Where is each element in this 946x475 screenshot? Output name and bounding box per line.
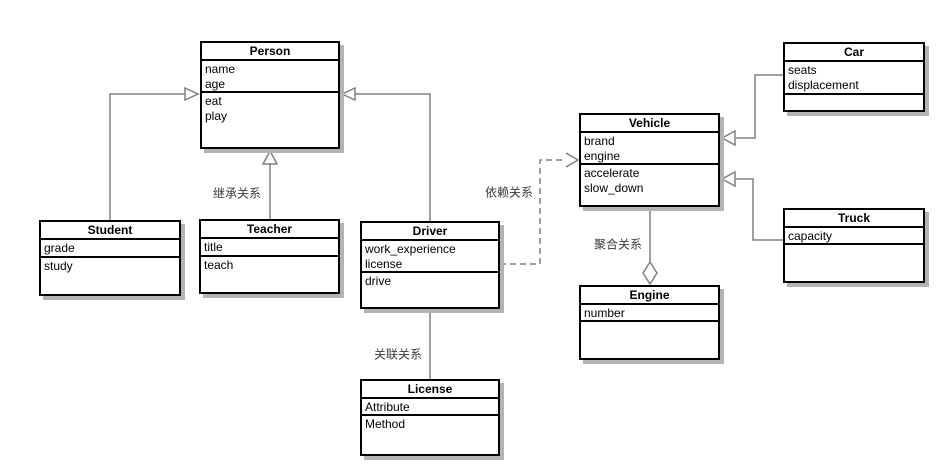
attribute: age: [205, 77, 226, 91]
attribute: title: [204, 240, 223, 254]
attribute: engine: [584, 149, 621, 163]
edge-driver-person-inheritance: [340, 86, 431, 221]
attribute: capacity: [788, 229, 833, 243]
class-vehicle: Vehicle brand engine accelerate slow_dow…: [579, 113, 720, 207]
edge-label-dependency: 依赖关系: [483, 183, 535, 201]
edge-teacher-person-inheritance: [261, 149, 279, 219]
class-engine-methods: [581, 320, 718, 358]
method: study: [44, 259, 73, 273]
class-student-title: Student: [87, 223, 133, 237]
class-license: License Attribute Method: [360, 379, 500, 456]
class-driver: Driver work_experience license drive: [360, 221, 500, 309]
attribute: license: [365, 257, 403, 271]
class-driver-title: Driver: [412, 224, 448, 238]
method: accelerate: [584, 166, 640, 180]
attribute: grade: [44, 241, 75, 255]
edge-student-person-inheritance: [109, 86, 200, 220]
class-truck-methods: [785, 243, 923, 281]
class-car: Car seats displacement: [783, 42, 925, 112]
class-car-title: Car: [843, 45, 864, 59]
edge-car-vehicle-inheritance: [720, 74, 783, 147]
hollow-triangle-arrowhead: [340, 86, 356, 102]
class-engine-attributes: number: [581, 303, 718, 320]
attribute: Attribute: [365, 400, 410, 414]
class-student-attributes: grade: [41, 238, 179, 256]
edge-label-association: 关联关系: [372, 345, 424, 363]
attribute: work_experience: [365, 242, 456, 256]
method: drive: [365, 274, 392, 288]
class-teacher-attributes: title: [201, 237, 338, 255]
edge-driver-vehicle-dependency: [500, 152, 580, 265]
method: teach: [204, 258, 234, 272]
hollow-triangle-arrowhead: [184, 86, 200, 102]
class-teacher: Teacher title teach: [199, 219, 340, 294]
class-person-title: Person: [249, 44, 291, 58]
class-license-attributes: Attribute: [362, 397, 498, 414]
class-truck-title: Truck: [837, 211, 870, 225]
class-engine-title: Engine: [629, 288, 670, 302]
class-teacher-methods: teach: [201, 255, 338, 292]
edge-vehicle-engine-aggregation: [642, 207, 658, 286]
hollow-triangle-arrowhead: [720, 129, 736, 147]
class-car-attributes: seats displacement: [785, 60, 923, 93]
attribute: name: [205, 62, 236, 76]
class-truck: Truck capacity: [783, 208, 925, 283]
class-license-methods: Method: [362, 414, 498, 454]
edge-label-aggregation: 聚合关系: [592, 235, 644, 253]
class-person: Person name age eat play: [200, 41, 340, 149]
class-license-title: License: [407, 382, 453, 396]
method: eat: [205, 94, 222, 108]
class-student-methods: study: [41, 256, 179, 294]
method: play: [205, 109, 228, 123]
class-vehicle-title: Vehicle: [628, 116, 671, 130]
class-driver-attributes: work_experience license: [362, 239, 498, 271]
edge-truck-vehicle-inheritance: [720, 170, 783, 241]
hollow-triangle-arrowhead: [261, 149, 279, 165]
class-teacher-title: Teacher: [246, 222, 293, 236]
method: Method: [365, 417, 406, 431]
class-student: Student grade study: [39, 220, 181, 296]
class-person-attributes: name age: [202, 59, 338, 91]
class-person-methods: eat play: [202, 91, 338, 147]
class-engine: Engine number: [579, 285, 720, 360]
class-driver-methods: drive: [362, 271, 498, 307]
class-car-methods: [785, 93, 923, 110]
method: slow_down: [584, 181, 644, 195]
class-vehicle-attributes: brand engine: [581, 131, 718, 163]
attribute: brand: [584, 134, 615, 148]
attribute: seats: [788, 63, 817, 77]
open-arrowhead: [565, 152, 580, 168]
class-truck-attributes: capacity: [785, 226, 923, 243]
hollow-triangle-arrowhead: [720, 170, 736, 188]
attribute: displacement: [788, 78, 859, 92]
class-vehicle-methods: accelerate slow_down: [581, 163, 718, 205]
attribute: number: [584, 306, 625, 320]
edge-label-inheritance: 继承关系: [211, 184, 263, 202]
hollow-diamond: [642, 260, 658, 286]
